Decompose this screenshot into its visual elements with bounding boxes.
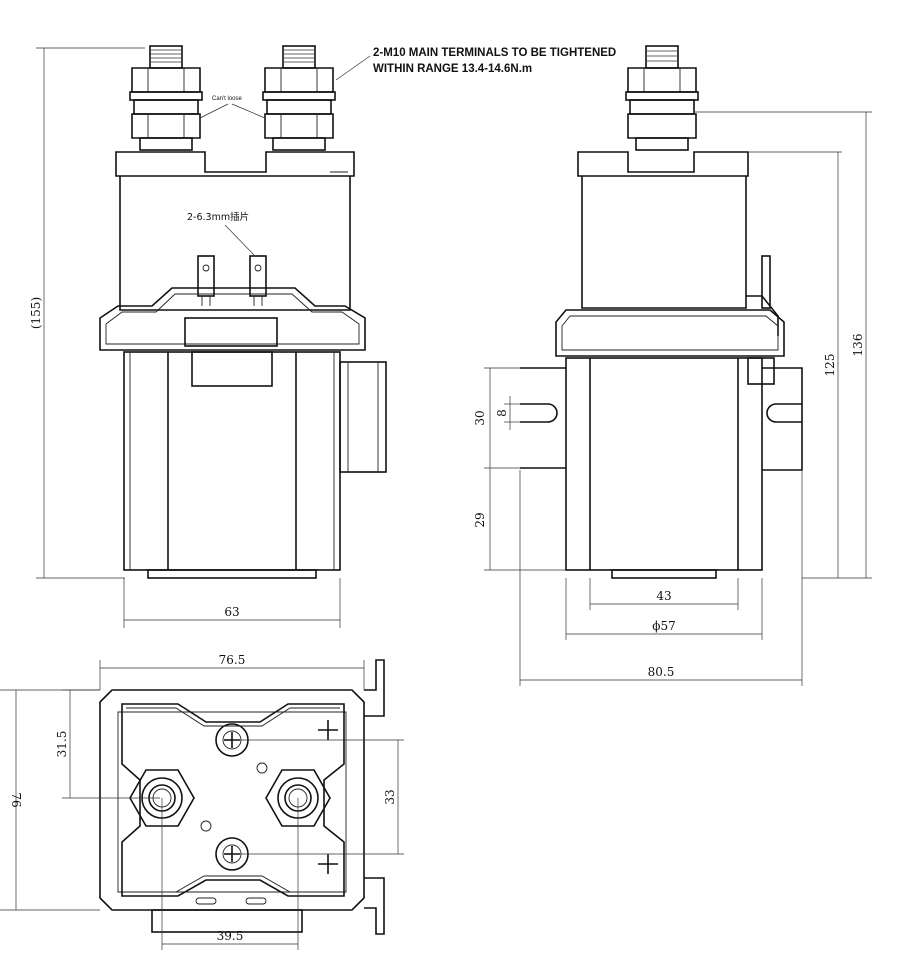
dim-76-5: 76.5 (219, 653, 246, 667)
dim-31-5: 31.5 (55, 731, 69, 758)
top-view: 76.5 (0, 653, 404, 950)
front-width-dimension: 63 (123, 578, 341, 628)
main-terminal-note-line1: 2-M10 MAIN TERMINALS TO BE TIGHTENED (373, 47, 616, 59)
side-coil-body (565, 357, 775, 579)
cant-loose-label: Can't loose (212, 96, 242, 102)
top-dim-33: 33 (232, 739, 404, 855)
top-width-dimension: 76.5 (99, 653, 365, 690)
top-small-hole-2 (200, 820, 212, 832)
dim-39-5: 39.5 (217, 929, 244, 943)
plus-mark-lower (318, 854, 338, 874)
dim-33: 33 (383, 789, 397, 804)
dim-125: 125 (823, 354, 837, 377)
dim-155: (155) (29, 297, 43, 329)
dim-57: ϕ57 (652, 619, 675, 633)
side-upper-housing (577, 151, 779, 336)
dim-63: 63 (224, 605, 239, 619)
main-terminal-note: 2-M10 MAIN TERMINALS TO BE TIGHTENED WIT… (335, 47, 616, 81)
right-main-terminal-stud (262, 45, 336, 151)
side-stud (625, 45, 699, 151)
plus-mark-upper (318, 720, 338, 740)
dim-136: 136 (851, 334, 865, 357)
cant-loose-callout: Can't loose (199, 96, 266, 119)
top-dim-31-5: 31.5 (55, 689, 160, 799)
side-width-dimensions: 43 ϕ57 80.5 (519, 470, 803, 686)
top-body (99, 659, 385, 935)
side-height-dimensions: 125 136 (694, 111, 872, 579)
dim-8: 8 (495, 409, 509, 417)
upper-housing (115, 151, 355, 311)
dim-30: 30 (473, 410, 487, 425)
spade-terminals: 2-6.3mm插片 (187, 211, 267, 306)
dim-43: 43 (656, 589, 671, 603)
front-height-dimension: (155) (29, 47, 145, 579)
dim-76: 76 (9, 792, 23, 807)
side-flange (555, 309, 785, 357)
top-small-hole-1 (256, 762, 268, 774)
side-view: 30 8 29 125 136 43 ϕ57 80. (473, 45, 872, 686)
front-view: (155) (29, 45, 616, 628)
spade-terminals-label: 2-6.3mm插片 (187, 211, 249, 223)
left-main-terminal-stud (129, 45, 203, 151)
side-left-dimensions: 30 8 29 (473, 367, 566, 571)
side-mounting-bracket (520, 367, 803, 471)
dim-29: 29 (473, 512, 487, 527)
main-terminal-note-line2: WITHIN RANGE 13.4-14.6N.m (373, 63, 532, 75)
front-flange (99, 287, 366, 351)
front-coil-body (123, 351, 387, 579)
top-dim-76: 76 (0, 689, 100, 911)
top-dim-39-5: 39.5 (161, 798, 299, 950)
dim-80-5: 80.5 (648, 665, 675, 679)
